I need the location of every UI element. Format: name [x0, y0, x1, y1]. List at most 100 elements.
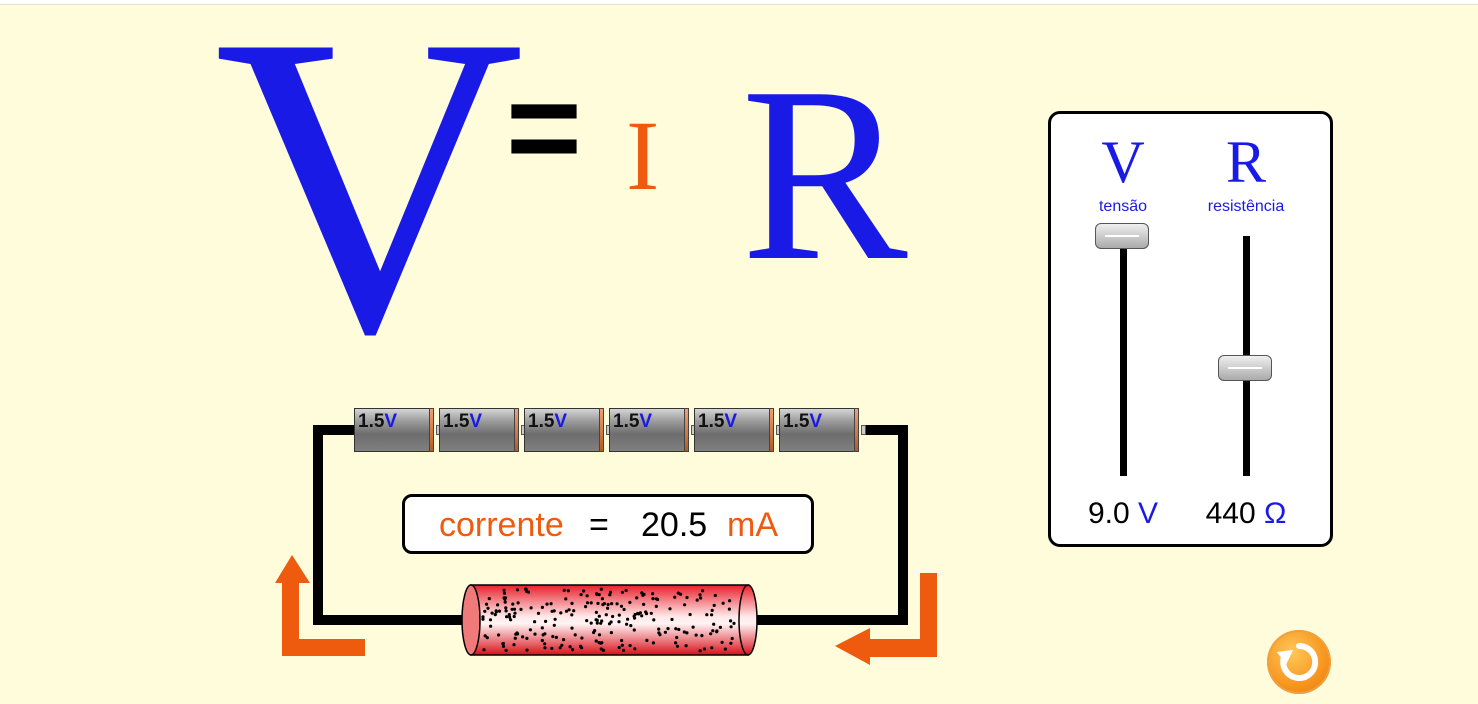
resistor-electrons: [481, 587, 736, 653]
electron-dot: [528, 628, 532, 632]
electron-dot: [611, 614, 615, 619]
electron-dot: [489, 624, 493, 628]
electron-dot: [712, 622, 716, 626]
electron-dot: [533, 632, 537, 636]
voltage-value: 9.0: [1087, 497, 1130, 530]
electron-dot: [543, 646, 547, 650]
electron-dot: [677, 627, 681, 632]
electron-dot: [617, 645, 621, 650]
battery-terminal: [769, 408, 774, 452]
voltage-slider-thumb[interactable]: [1095, 223, 1149, 249]
electron-dot: [600, 619, 604, 623]
electron-dot: [683, 603, 687, 607]
electron-dot: [540, 605, 544, 609]
electron-dot: [533, 620, 537, 624]
electron-dot: [709, 632, 713, 636]
electron-dot: [488, 618, 493, 622]
electron-dot: [582, 589, 586, 593]
electron-dot: [638, 611, 642, 615]
resistance-control: R resistência 440 Ω: [1186, 114, 1306, 530]
electron-dot: [599, 587, 603, 591]
electron-dot: [645, 638, 649, 642]
electron-dot: [509, 618, 513, 622]
electron-dot: [564, 597, 568, 601]
reset-button[interactable]: [1267, 630, 1331, 694]
equation-resistance-letter: R: [741, 36, 908, 313]
electron-dot: [543, 632, 547, 636]
electron-dot: [682, 630, 686, 634]
electron-dot: [483, 609, 487, 613]
electron-dot: [552, 609, 556, 613]
electron-dot: [501, 644, 506, 648]
electron-dot: [712, 603, 716, 607]
electron-dot: [594, 618, 598, 622]
electron-dot: [685, 631, 689, 635]
electron-dot: [684, 644, 688, 648]
electron-dot: [657, 631, 661, 635]
electron-dot: [481, 617, 485, 621]
electron-dot: [558, 646, 562, 650]
electron-dot: [580, 636, 584, 640]
electron-dot: [622, 607, 626, 612]
electron-dot: [597, 633, 602, 637]
electron-dot: [510, 607, 514, 611]
battery-terminal: [854, 408, 859, 452]
electron-dot: [654, 604, 658, 608]
battery-label: 1.5V: [358, 411, 397, 433]
electron-dot: [663, 630, 667, 634]
electron-dot: [633, 616, 637, 620]
electron-dot: [511, 602, 515, 606]
electron-dot: [512, 643, 516, 647]
electron-dot: [699, 596, 703, 600]
current-equals: =: [589, 506, 609, 544]
battery-label: 1.5V: [698, 411, 737, 433]
electron-dot: [632, 628, 636, 632]
electron-dot: [651, 597, 655, 601]
electron-dot: [617, 620, 621, 624]
electron-dot: [504, 648, 508, 652]
electron-dot: [544, 619, 548, 623]
battery-unit: V: [809, 411, 823, 432]
battery: 1.5V: [779, 408, 866, 452]
battery: 1.5V: [354, 408, 441, 452]
electron-dot: [494, 609, 498, 613]
current-flow-arrow-icon: [835, 573, 937, 665]
electron-dot: [729, 641, 733, 645]
resistance-slider-thumb[interactable]: [1218, 355, 1272, 381]
electron-dot: [710, 646, 714, 650]
electron-dot: [640, 591, 644, 595]
electron-dot: [553, 617, 557, 621]
electron-dot: [589, 601, 593, 605]
equation-voltage-letter: V: [214, 0, 525, 423]
electron-dot: [589, 621, 593, 625]
battery: 1.5V: [609, 408, 696, 452]
electron-dot: [525, 636, 529, 640]
electron-dot: [504, 609, 508, 613]
electron-dot: [592, 630, 596, 635]
resistor: [461, 584, 758, 656]
electron-dot: [515, 588, 520, 592]
electron-dot: [619, 604, 624, 608]
electron-dot: [636, 611, 640, 616]
electron-dot: [673, 595, 677, 599]
electron-dot: [705, 613, 709, 617]
electron-dot: [486, 606, 490, 610]
voltage-letter: V: [1101, 129, 1145, 195]
electron-dot: [521, 635, 525, 639]
electron-dot: [718, 625, 722, 629]
battery: 1.5V: [439, 408, 526, 452]
electron-dot: [529, 606, 533, 610]
electron-dot: [674, 627, 678, 631]
electron-dot: [512, 607, 517, 611]
electron-dot: [507, 613, 511, 617]
battery-unit: V: [554, 411, 568, 432]
electron-dot: [483, 634, 487, 638]
electron-dot: [564, 609, 569, 613]
electron-dot: [608, 590, 613, 594]
electron-dot: [497, 633, 501, 637]
resistance-value: 440: [1205, 497, 1256, 530]
battery-value: 1.5: [698, 411, 725, 432]
voltage-slider-track[interactable]: [1120, 236, 1127, 476]
current-label: corrente: [439, 506, 564, 544]
electron-dot: [524, 587, 528, 591]
